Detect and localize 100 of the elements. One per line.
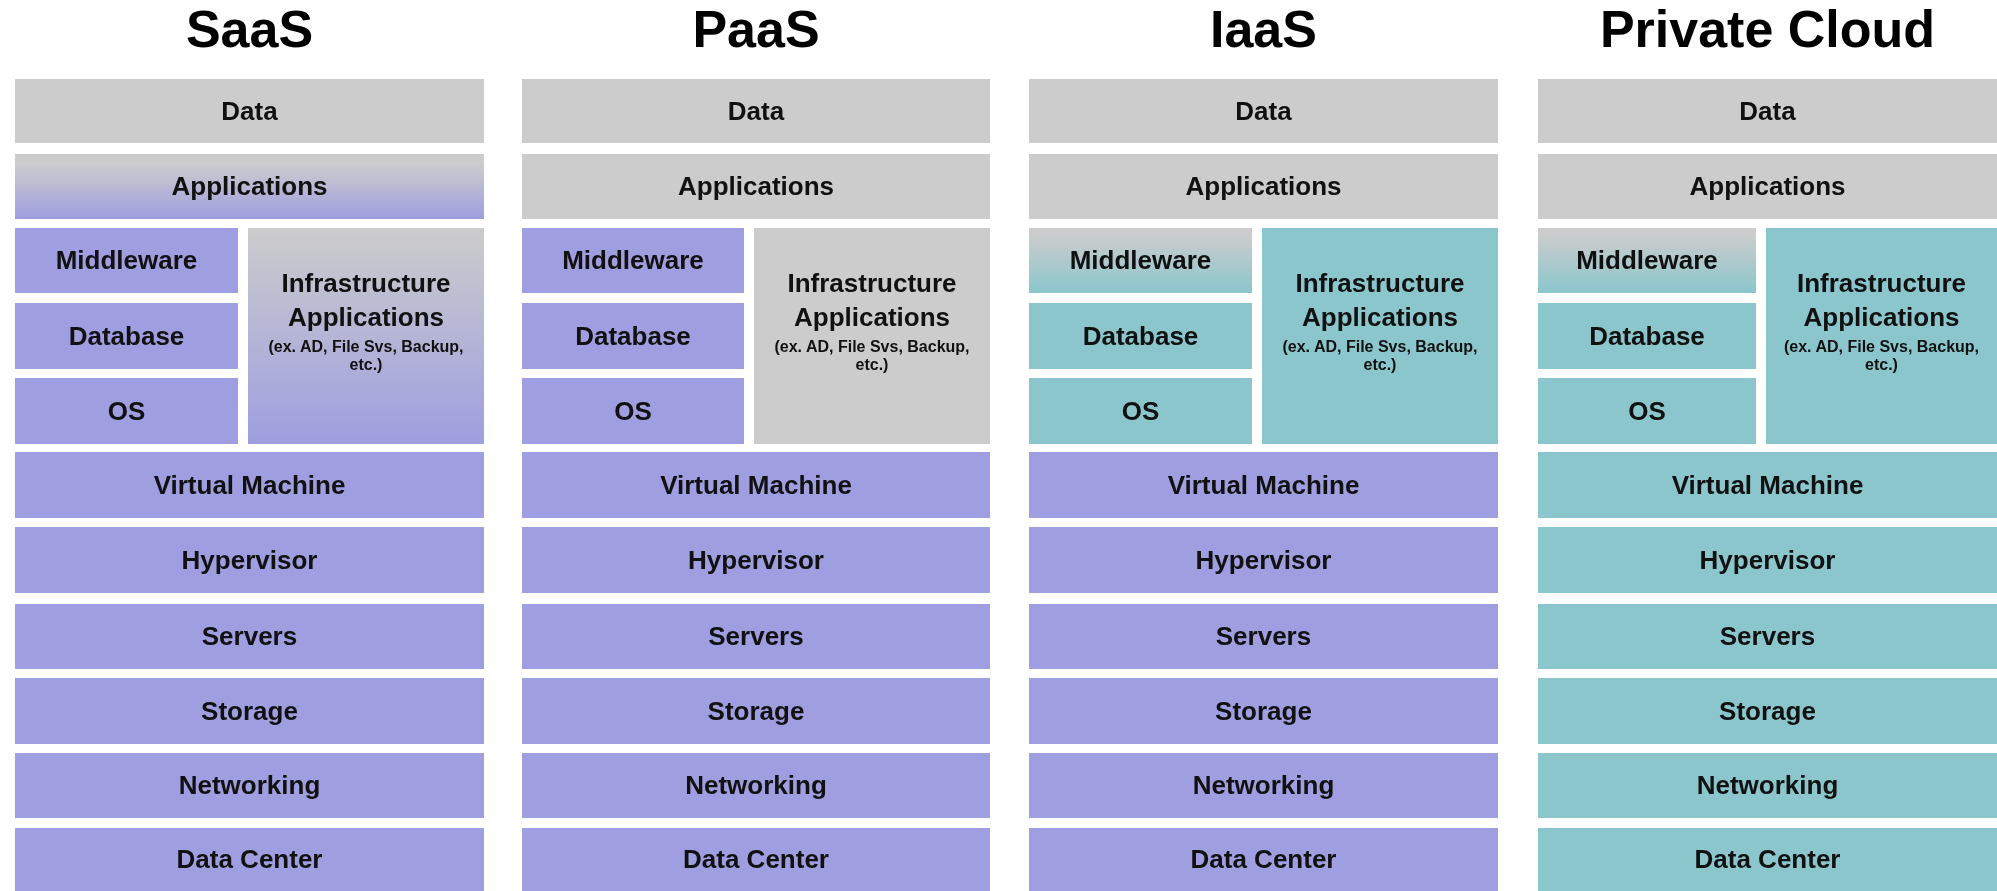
virtual-machine-layer — [1538, 452, 1997, 518]
layer-label: Applications — [1689, 171, 1846, 202]
os-layer — [15, 378, 238, 444]
networking-layer — [15, 753, 484, 818]
layer-label: Database — [68, 320, 185, 352]
networking-layer — [1538, 753, 1997, 818]
layer-label: Storage — [201, 695, 298, 727]
database-layer — [1029, 303, 1252, 369]
layer-label: Data Center — [1694, 844, 1841, 875]
layer-label: Infrastructure Applications — [1795, 267, 1967, 334]
layer-label: Networking — [1696, 770, 1839, 801]
data-layer — [522, 79, 990, 143]
data-layer — [15, 79, 484, 143]
virtual-machine-layer — [15, 452, 484, 518]
middleware-layer — [15, 228, 238, 293]
layer-label: Data — [1739, 95, 1796, 127]
layer-label: Applications — [678, 171, 834, 202]
layer-label: Infrastructure Applications — [280, 267, 452, 334]
layer-label: Hypervisor — [1699, 544, 1836, 576]
middleware-layer — [522, 228, 744, 293]
database-layer — [1538, 303, 1756, 369]
layer-label: Infrastructure Applications — [786, 267, 958, 334]
hypervisor-layer — [522, 527, 990, 593]
applications-layer — [1029, 154, 1498, 219]
virtual-machine-layer — [1029, 452, 1498, 518]
data-layer — [1538, 79, 1997, 143]
layer-label: Infrastructure Applications — [1294, 267, 1466, 334]
layer-label: Storage — [1215, 695, 1312, 727]
column-heading: SaaS — [184, 0, 315, 58]
os-layer — [522, 378, 744, 444]
applications-layer — [1538, 154, 1997, 219]
applications-layer — [15, 154, 484, 219]
layer-label: Storage — [707, 695, 805, 727]
database-layer — [15, 303, 238, 369]
column-heading: Private Cloud — [1598, 0, 1937, 58]
os-layer — [1029, 378, 1252, 444]
column-heading: IaaS — [1209, 0, 1318, 58]
layer-label: Hypervisor — [181, 544, 318, 576]
layer-label: OS — [107, 395, 146, 427]
example-note: (ex. AD, File Svs, Backup, etc.) — [267, 338, 465, 374]
layer-label: OS — [1628, 395, 1666, 427]
storage-layer — [1538, 678, 1997, 744]
layer-label: OS — [614, 395, 652, 427]
storage-layer — [1029, 678, 1498, 744]
data-center-layer — [1538, 828, 1997, 891]
database-layer — [522, 303, 744, 369]
layer-label: Data Center — [683, 844, 829, 875]
layer-label: Servers — [1719, 621, 1816, 652]
applications-layer — [522, 154, 990, 219]
layer-label: Database — [1082, 320, 1199, 352]
os-layer — [1538, 378, 1756, 444]
layer-label: Middleware — [1069, 245, 1212, 276]
column-heading: PaaS — [691, 0, 821, 58]
layer-label: Virtual Machine — [1167, 469, 1360, 501]
layer-label: Hypervisor — [688, 544, 824, 576]
layer-label: Middleware — [1576, 245, 1718, 276]
layer-label: Middleware — [562, 245, 704, 276]
servers-layer — [522, 604, 990, 669]
example-note: (ex. AD, File Svs, Backup, etc.) — [773, 338, 971, 374]
servers-layer — [1538, 604, 1997, 669]
hypervisor-layer — [1538, 527, 1997, 593]
layer-label: Database — [1589, 320, 1705, 352]
layer-label: Storage — [1719, 695, 1816, 727]
layer-label: Servers — [1215, 621, 1312, 652]
storage-layer — [522, 678, 990, 744]
virtual-machine-layer — [522, 452, 990, 518]
layer-label: Data — [221, 95, 278, 127]
hypervisor-layer — [1029, 527, 1498, 593]
layer-label: Data Center — [176, 844, 323, 875]
data-center-layer — [1029, 828, 1498, 891]
layer-label: Data — [1235, 95, 1292, 127]
data-layer — [1029, 79, 1498, 143]
layer-label: Servers — [708, 621, 804, 652]
servers-layer — [1029, 604, 1498, 669]
networking-layer — [1029, 753, 1498, 818]
hypervisor-layer — [15, 527, 484, 593]
layer-label: Servers — [201, 621, 298, 652]
layer-label: OS — [1121, 395, 1160, 427]
layer-label: Virtual Machine — [1671, 469, 1864, 501]
data-center-layer — [522, 828, 990, 891]
example-note: (ex. AD, File Svs, Backup, etc.) — [1783, 338, 1980, 374]
middleware-layer — [1538, 228, 1756, 293]
middleware-layer — [1029, 228, 1252, 293]
servers-layer — [15, 604, 484, 669]
layer-label: Database — [575, 320, 691, 352]
layer-label: Networking — [178, 770, 321, 801]
layer-label: Applications — [171, 171, 328, 202]
layer-label: Virtual Machine — [660, 469, 852, 501]
layer-label: Hypervisor — [1195, 544, 1332, 576]
layer-label: Virtual Machine — [153, 469, 346, 501]
storage-layer — [15, 678, 484, 744]
layer-label: Data — [727, 95, 785, 127]
layer-label: Data Center — [1190, 844, 1337, 875]
layer-label: Networking — [1192, 770, 1335, 801]
layer-label: Middleware — [55, 245, 198, 276]
layer-label: Networking — [685, 770, 827, 801]
networking-layer — [522, 753, 990, 818]
data-center-layer — [15, 828, 484, 891]
example-note: (ex. AD, File Svs, Backup, etc.) — [1281, 338, 1479, 374]
layer-label: Applications — [1185, 171, 1342, 202]
